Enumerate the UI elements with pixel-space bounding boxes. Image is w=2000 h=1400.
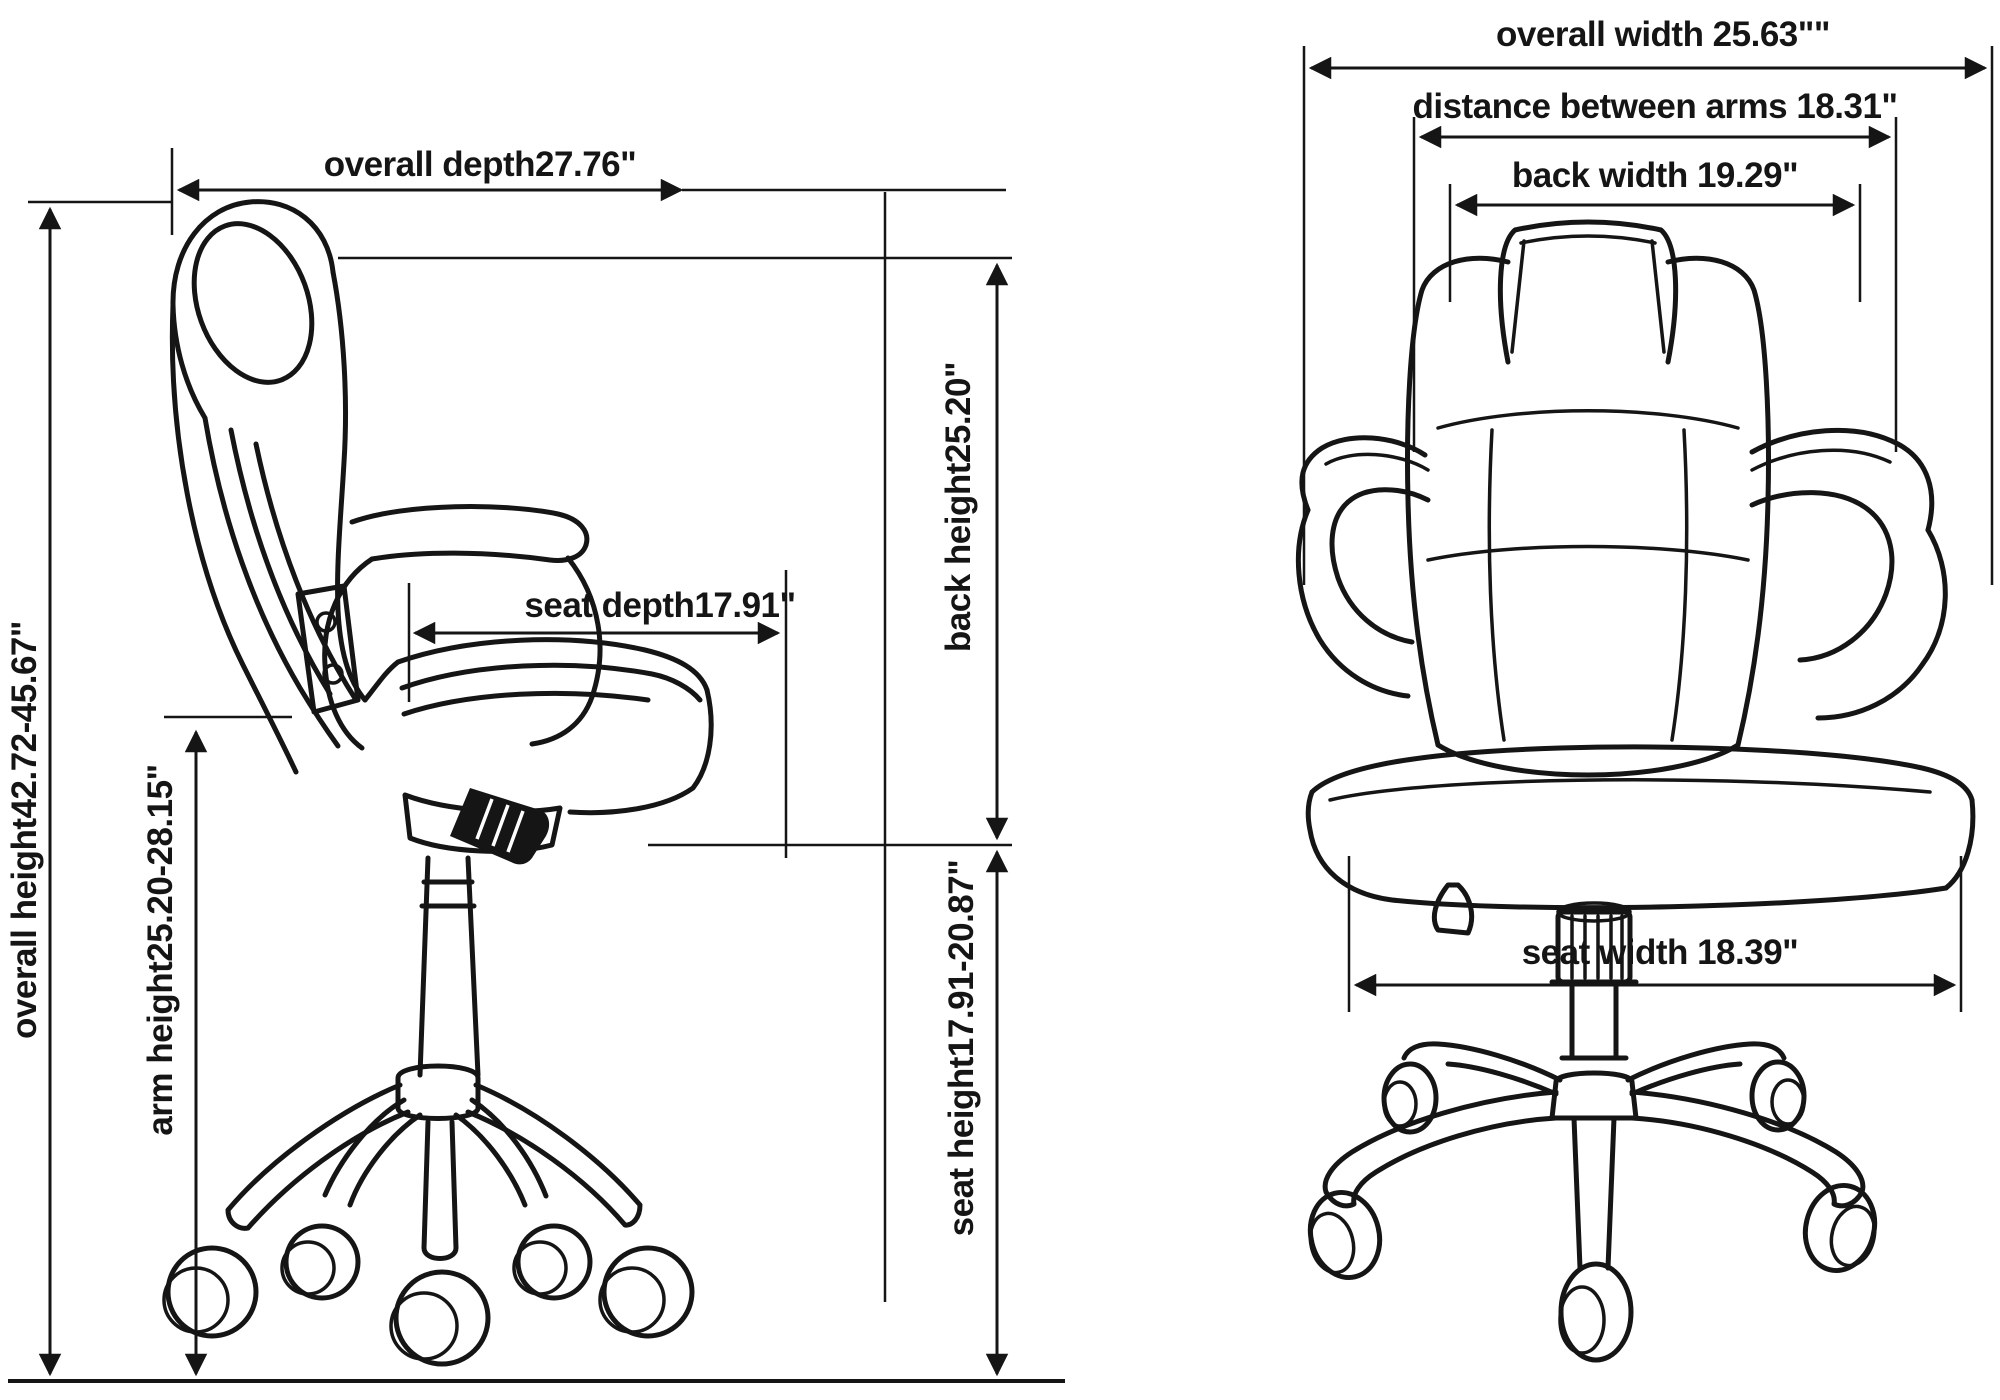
caster-wheel-inner bbox=[389, 1291, 459, 1361]
side-seat-front bbox=[567, 687, 714, 816]
caster-wheel-inner bbox=[512, 1240, 568, 1296]
side-armrest-screw-2 bbox=[322, 663, 344, 685]
side-headrest-pad bbox=[191, 221, 315, 385]
front-armrest-right-inner bbox=[1749, 490, 1895, 663]
front-armrest-right-pad bbox=[1749, 427, 1935, 533]
side-adjustment-knob-ribs bbox=[475, 798, 525, 853]
front-armrest-left-outer bbox=[1295, 507, 1411, 699]
caster-wheel bbox=[165, 1245, 259, 1339]
side-seat-seam-1 bbox=[399, 662, 703, 703]
caster-wheel-inner bbox=[1308, 1211, 1356, 1275]
side-armrest-mount-plate bbox=[295, 583, 361, 715]
side-base-leg-center bbox=[421, 1119, 459, 1261]
side-view-chair bbox=[162, 199, 714, 1367]
side-armrest-screw-1 bbox=[315, 611, 337, 633]
front-casters bbox=[1307, 1059, 1878, 1363]
arm-height-label: arm height25.20-28.15" bbox=[141, 764, 180, 1135]
side-seat-seam-2 bbox=[401, 690, 651, 717]
caster-wheel bbox=[515, 1223, 593, 1301]
front-seat-right bbox=[1943, 797, 1976, 891]
front-armrest-left-pad-seam bbox=[1324, 452, 1430, 472]
caster-wheel-inner bbox=[598, 1266, 666, 1334]
back-height-label: back height25.20" bbox=[939, 362, 978, 652]
side-back-front-edge bbox=[330, 269, 368, 703]
caster-wheel bbox=[601, 1245, 695, 1339]
front-view-dimensions: overall width 25.63"" distance between a… bbox=[1302, 15, 1994, 1012]
front-headrest-top-seam bbox=[1519, 234, 1657, 245]
side-base-hub bbox=[395, 1063, 481, 1121]
caster-wheel-inner bbox=[280, 1240, 336, 1296]
front-back-right-edge bbox=[1665, 255, 1771, 748]
front-armrest-left-pad bbox=[1299, 435, 1428, 513]
front-base-leg-left bbox=[1322, 1089, 1559, 1209]
side-back-seam-3 bbox=[253, 441, 359, 703]
side-armrest-rear-support bbox=[322, 556, 375, 751]
side-back-seam-1 bbox=[202, 415, 341, 749]
caster-wheel-inner bbox=[1382, 1080, 1418, 1128]
front-gas-lift-ribs bbox=[1570, 914, 1624, 980]
side-back-outer-edge bbox=[169, 302, 299, 775]
front-base-leg-back-right bbox=[1625, 1041, 1787, 1097]
front-adjustment-lever bbox=[1431, 882, 1475, 936]
front-view-chair bbox=[1295, 219, 1976, 1363]
side-armrest-front-loop bbox=[529, 555, 603, 747]
seat-height-label: seat height17.91-20.87" bbox=[942, 860, 981, 1237]
front-seat-bottom bbox=[1305, 789, 1949, 911]
side-base-leg-left-far bbox=[225, 1082, 411, 1231]
distance-arms-label: distance between arms 18.31" bbox=[1412, 87, 1897, 126]
front-armrest-right-pad-seam bbox=[1750, 448, 1892, 472]
side-view-dimensions: overall depth27.76" overall height42.72-… bbox=[5, 145, 1012, 1377]
caster-wheel bbox=[393, 1269, 491, 1367]
front-gas-lift-column bbox=[1549, 979, 1639, 1061]
front-headrest bbox=[1497, 219, 1679, 365]
front-base-leg-center bbox=[1571, 1115, 1617, 1271]
front-back-seam-lumbar bbox=[1426, 544, 1750, 562]
seat-width-label: seat width 18.39" bbox=[1522, 933, 1799, 972]
side-view: overall depth27.76" overall height42.72-… bbox=[5, 145, 1065, 1383]
front-back-left-edge bbox=[1405, 255, 1511, 748]
caster-wheel bbox=[283, 1223, 361, 1301]
side-seat-mechanism bbox=[402, 792, 563, 854]
front-headrest-side-seams bbox=[1510, 239, 1666, 354]
front-back-bottom bbox=[1435, 742, 1741, 778]
side-headrest-outline bbox=[170, 199, 336, 421]
side-base-leg-right-mid bbox=[453, 1097, 549, 1208]
front-base-hub bbox=[1549, 1070, 1639, 1121]
side-back-seam-2 bbox=[228, 427, 333, 697]
side-armrest-pad-bottom bbox=[369, 542, 589, 563]
front-armrest-left-inner bbox=[1329, 487, 1431, 645]
front-seat-seam bbox=[1328, 778, 1932, 802]
back-width-label: back width 19.29" bbox=[1512, 156, 1798, 195]
overall-width-label: overall width 25.63"" bbox=[1496, 15, 1830, 54]
seat-depth-label: seat depth17.91" bbox=[524, 586, 795, 625]
front-back-seam-shoulder bbox=[1436, 409, 1740, 430]
front-armrest-right-outer bbox=[1815, 527, 1948, 721]
overall-depth-label: overall depth27.76" bbox=[324, 145, 637, 184]
front-back-seam-left bbox=[1487, 428, 1506, 742]
caster-wheel-inner bbox=[1770, 1078, 1806, 1126]
side-base-leg-left-mid bbox=[322, 1097, 423, 1208]
side-base-leg-right-far bbox=[465, 1082, 643, 1228]
caster-wheel-inner bbox=[1558, 1285, 1606, 1355]
caster-wheel-inner bbox=[1829, 1204, 1877, 1268]
front-seat-top bbox=[1309, 744, 1975, 803]
side-gas-lift bbox=[417, 855, 481, 1078]
overall-height-label: overall height42.72-45.67" bbox=[5, 621, 44, 1039]
front-base-leg-back-left bbox=[1401, 1041, 1563, 1097]
front-view: overall width 25.63"" distance between a… bbox=[1295, 15, 1994, 1363]
side-seat-top bbox=[362, 637, 710, 703]
front-back-seam-right bbox=[1670, 428, 1689, 742]
side-casters bbox=[162, 1223, 695, 1367]
side-armrest-pad-top bbox=[349, 504, 590, 548]
